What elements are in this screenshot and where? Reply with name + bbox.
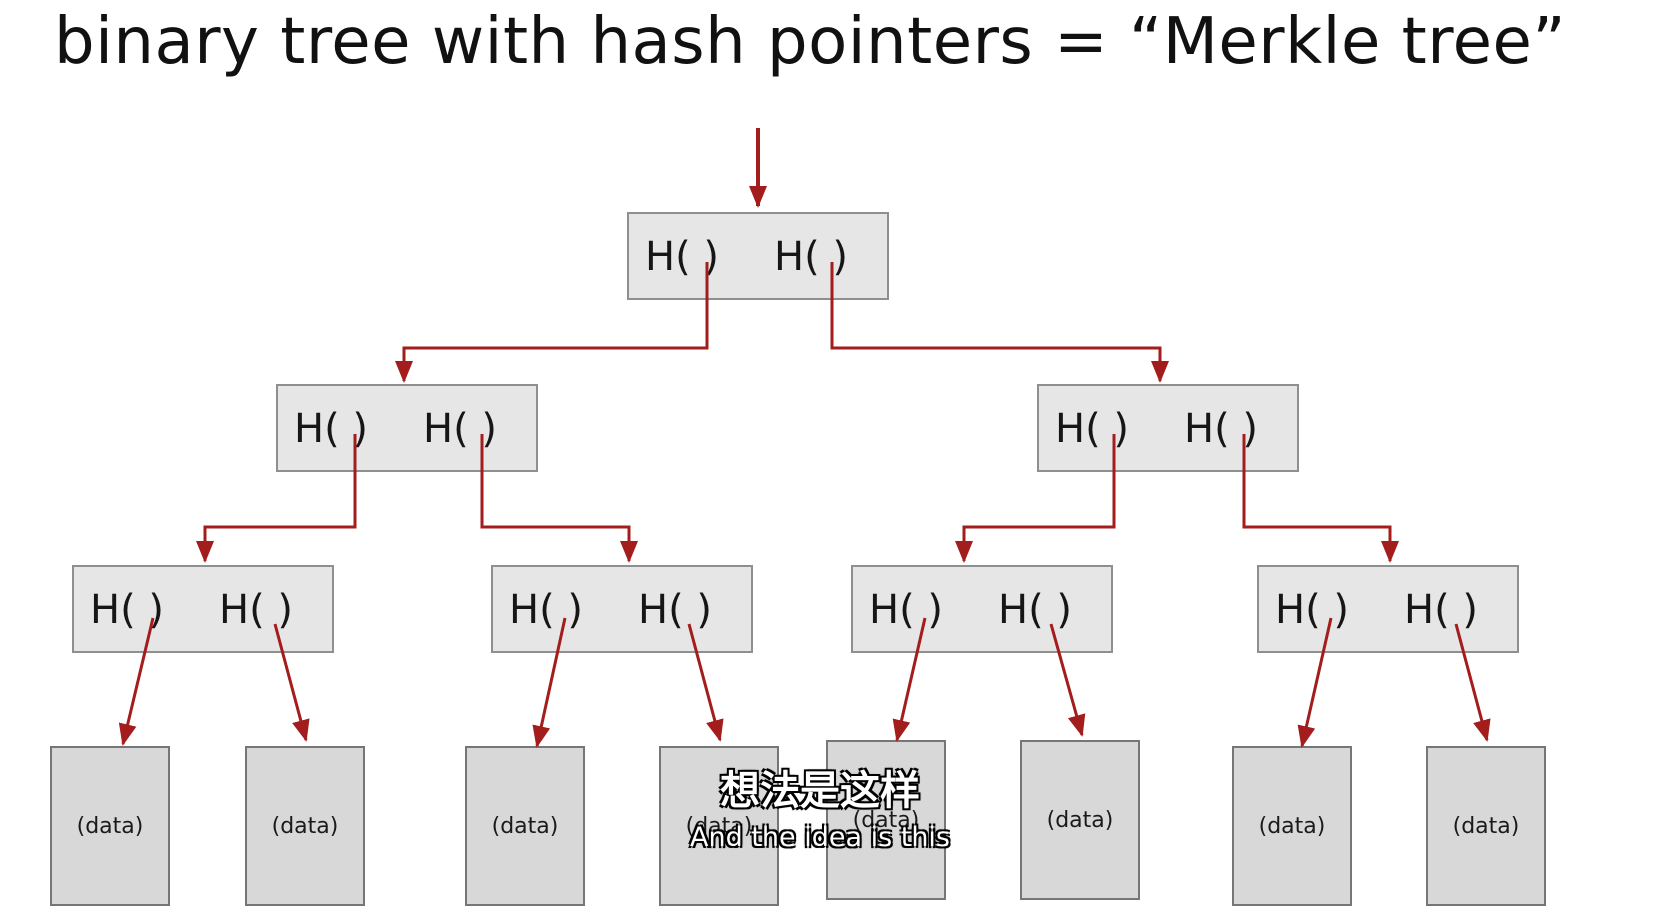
data-block-2: (data) — [245, 746, 365, 906]
data-block-1: (data) — [50, 746, 170, 906]
data-label: (data) — [76, 813, 144, 839]
level2-node-1: H( ) H( ) — [72, 565, 334, 653]
data-label: (data) — [1258, 813, 1326, 839]
root-node: H( ) H( ) — [627, 212, 889, 300]
level2-node-2: H( ) H( ) — [491, 565, 753, 653]
data-block-6: (data) — [1020, 740, 1140, 900]
hash-pointer-left: H( ) — [294, 406, 369, 452]
data-label: (data) — [491, 813, 559, 839]
data-block-3: (data) — [465, 746, 585, 906]
hash-pointer-right: H( ) — [219, 587, 294, 633]
hash-pointer-right: H( ) — [1404, 587, 1479, 633]
slide-title: binary tree with hash pointers = “Merkle… — [54, 5, 1567, 79]
hash-pointer-right: H( ) — [1184, 406, 1259, 452]
level1-node-left: H( ) H( ) — [276, 384, 538, 472]
data-label: (data) — [1452, 813, 1520, 839]
level2-node-3: H( ) H( ) — [851, 565, 1113, 653]
data-block-4: (data) — [659, 746, 779, 906]
hash-pointer-left: H( ) — [869, 587, 944, 633]
subtitle-english: And the idea is this — [690, 822, 950, 853]
hash-pointer-left: H( ) — [1275, 587, 1350, 633]
data-block-5: (data) — [826, 740, 946, 900]
data-label: (data) — [685, 813, 753, 839]
level1-node-right: H( ) H( ) — [1037, 384, 1299, 472]
hash-pointer-right: H( ) — [638, 587, 713, 633]
hash-pointer-right: H( ) — [998, 587, 1073, 633]
data-label: (data) — [271, 813, 339, 839]
level2-node-4: H( ) H( ) — [1257, 565, 1519, 653]
data-block-8: (data) — [1426, 746, 1546, 906]
subtitle-chinese: 想法是这样 — [720, 768, 920, 814]
hash-pointer-right: H( ) — [423, 406, 498, 452]
hash-pointer-left: H( ) — [645, 234, 720, 280]
hash-pointer-right: H( ) — [774, 234, 849, 280]
data-label: (data) — [852, 807, 920, 833]
data-label: (data) — [1046, 807, 1114, 833]
hash-pointer-left: H( ) — [90, 587, 165, 633]
hash-pointer-left: H( ) — [509, 587, 584, 633]
hash-pointer-left: H( ) — [1055, 406, 1130, 452]
data-block-7: (data) — [1232, 746, 1352, 906]
